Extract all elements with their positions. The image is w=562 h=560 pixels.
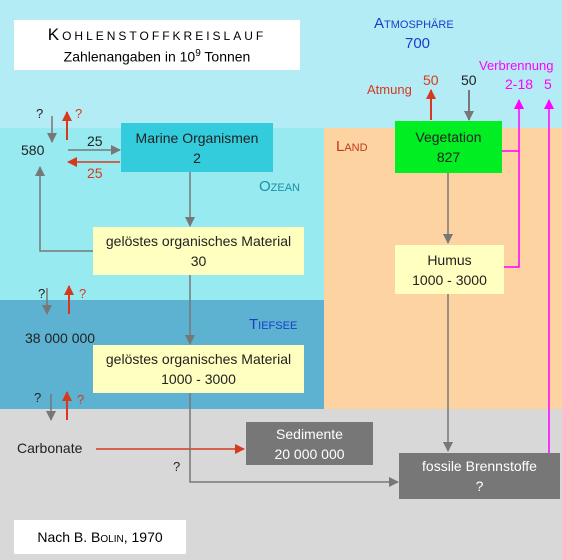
fossil-flow-q: ? [173, 459, 181, 474]
marine-organisms-name: Marine Organismen [135, 129, 259, 146]
atmung-value: 50 [423, 72, 439, 88]
verbrennung-line-2 [504, 151, 520, 268]
vegetation-box: Vegetation 827 [395, 121, 502, 173]
marine-organisms-value: 2 [193, 149, 201, 166]
verbrennung-value-2: 5 [544, 76, 552, 92]
title-box: Kohlenstoffkreislauf Zahlenangaben in 10… [14, 20, 300, 70]
marine-organisms-box: Marine Organismen 2 [121, 123, 273, 172]
marine-out-value: 25 [87, 165, 103, 181]
deep-fossil-arrow [189, 392, 399, 487]
vegetation-name: Vegetation [415, 129, 482, 145]
humus-value: 1000 - 3000 [412, 271, 487, 288]
atmosphere-value: 700 [405, 35, 431, 52]
uptake-value: 50 [461, 72, 477, 88]
source-box: Nach B. Bolin, 1970 [14, 520, 186, 554]
ocean-value: 580 [21, 142, 45, 158]
ocean-q-down: ? [36, 106, 44, 121]
dissolved-deep-box: gelöstes organisches Material 1000 - 300… [93, 345, 304, 393]
dissolved-deep-value: 1000 - 3000 [161, 371, 236, 387]
sediment-name: Sedimente [276, 425, 343, 442]
sed-q-up: ? [77, 392, 85, 407]
dissolved-loop-arrow [35, 166, 95, 252]
ocean-q-up: ? [75, 106, 83, 121]
dissolved-deep-name: gelöstes organisches Material [105, 351, 292, 367]
verbrennung-label: Verbrennung [479, 58, 554, 73]
sediment-box: Sedimente 20 000 000 [246, 422, 373, 465]
title-subtitle: Zahlenangaben in 109 Tonnen [63, 47, 251, 65]
dissolved-ocean-box: gelöstes organisches Material 30 [93, 227, 304, 275]
deep-q-up: ? [79, 286, 87, 301]
humus-name: Humus [427, 251, 472, 268]
humus-box: Humus 1000 - 3000 [395, 245, 504, 294]
marine-in-value: 25 [87, 133, 103, 149]
land-label: Land [336, 138, 368, 155]
vegetation-value: 827 [436, 149, 461, 165]
fossil-fuel-name: fossile Brennstoffe [422, 458, 537, 474]
deepsea-label: Tiefsee [249, 316, 298, 333]
sed-q-down: ? [34, 390, 42, 405]
fossil-fuel-value: ? [475, 478, 484, 494]
ocean-label: Ozean [259, 178, 301, 195]
dissolved-ocean-name: gelöstes organisches Material [105, 233, 292, 249]
dissolved-ocean-value: 30 [190, 253, 207, 269]
deep-q-down: ? [38, 286, 46, 301]
source-citation: Nach B. Bolin, 1970 [37, 529, 163, 545]
sediment-value: 20 000 000 [274, 445, 345, 462]
atmosphere-label: Atmosphäre [374, 15, 454, 32]
fossil-fuel-box: fossile Brennstoffe ? [399, 453, 560, 499]
deep-value: 38 000 000 [25, 330, 96, 346]
verbrennung-line-1 [502, 99, 524, 152]
verbrennung-value-1: 2-18 [505, 76, 534, 92]
title-main: Kohlenstoffkreislauf [47, 24, 267, 44]
carbonate-label: Carbonate [17, 440, 83, 456]
atmung-label: Atmung [367, 82, 412, 97]
